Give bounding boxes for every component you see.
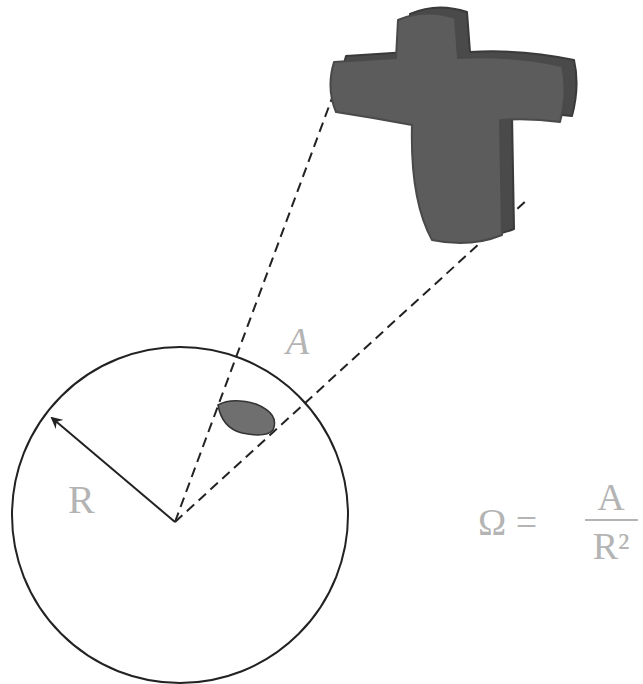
formula-denominator: R²	[593, 527, 630, 565]
cone-edge	[175, 55, 348, 522]
radius-arrow	[52, 418, 175, 522]
sphere	[12, 347, 348, 683]
area-label: A	[286, 322, 309, 360]
solid-object	[330, 7, 576, 243]
projected-area	[218, 401, 275, 435]
formula-numerator: A	[597, 478, 624, 516]
fraction-bar	[585, 519, 638, 521]
cone-edge	[175, 200, 527, 522]
radius-label: R	[68, 480, 95, 520]
formula-lhs: Ω =	[478, 503, 537, 541]
